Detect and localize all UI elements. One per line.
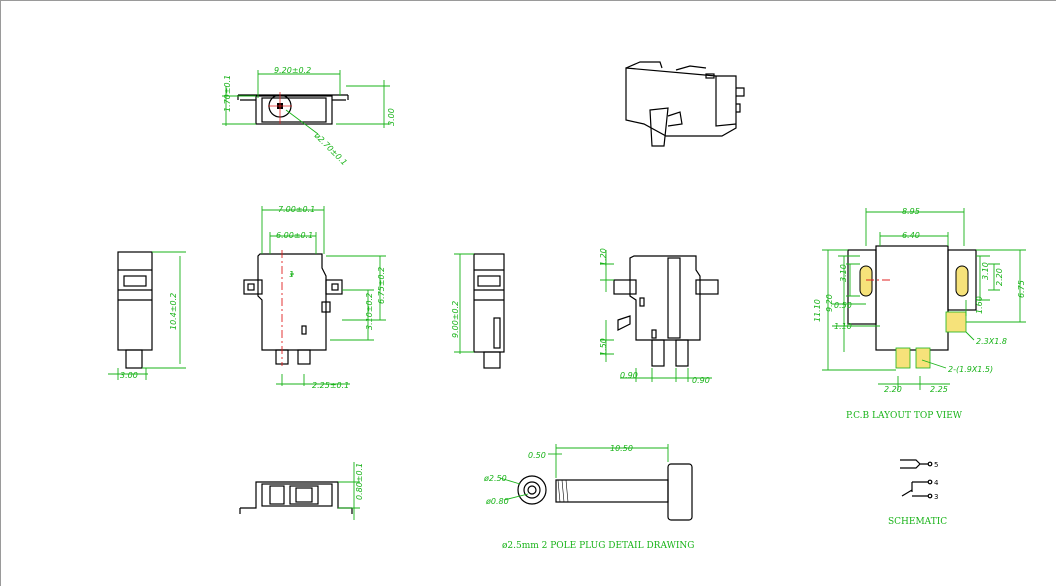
main-top-dim: 7.00±0.1 (278, 205, 315, 214)
pcb-pad-dim: 2.3X1.8 (976, 337, 1007, 346)
main-side1-dim: 6.75±0.2 (377, 267, 386, 304)
plug-tip-dim: 0.50 (528, 451, 546, 460)
pcb-caption: P.C.B LAYOUT TOP VIEW (846, 411, 963, 421)
main-side2-dim: 3.10±0.2 (365, 293, 374, 330)
pcb-inner-dim: 6.40 (902, 231, 920, 240)
pcb-pins-dim: 2-(1.9X1.5) (948, 365, 993, 374)
pcb-b2-dim: 2.25 (930, 385, 948, 394)
pcb-left-height-dim: 11.10 (813, 299, 822, 322)
top-right-dim: 3.00 (387, 108, 396, 126)
pcb-h2-dim: 9.20 (825, 294, 834, 312)
top-width-dim: 9.20±0.2 (274, 66, 311, 75)
plug-caption: ø2.5mm 2 POLE PLUG DETAIL DRAWING (502, 541, 694, 551)
top-height-dim: 1.70±0.1 (223, 75, 232, 112)
top-view: 9.20±0.2 1.70±0.1 3.00 ø2.70±0.1 (222, 66, 396, 167)
schematic-caption: SCHEMATIC (888, 517, 947, 527)
side-height-dim: 9.00±0.2 (451, 301, 460, 338)
pcb-r2-dim: 2.20 (995, 268, 1004, 286)
front-view: 10.4±0.2 3.00 (108, 251, 186, 380)
main-pin-label: 1 (289, 270, 294, 279)
front-height-dim: 10.4±0.2 (169, 293, 178, 330)
schematic-pin3: 3 (934, 493, 938, 501)
pcb-h4-dim: 0.50 (834, 301, 852, 310)
pcb-layout: 8.95 6.40 11.10 9.20 3.10 0.50 1.10 3.10… (813, 207, 1026, 421)
back-top-dim: 1.20 (599, 248, 608, 266)
schematic-pin4: 4 (934, 479, 939, 487)
pcb-top-dim: 8.95 (902, 207, 920, 216)
front-bottom-dim: 3.00 (120, 371, 138, 380)
back-left-dim: 0.90 (620, 371, 638, 380)
back-mid-dim: 1.50 (599, 338, 608, 356)
pcb-r3-dim: 1.60 (975, 296, 984, 314)
back-view: 1.20 1.50 0.90 0.90 (599, 248, 719, 385)
pcb-r4-dim: 6.75 (1017, 280, 1026, 298)
plug-d2-dim: ø0.80 (485, 497, 509, 506)
pcb-b1-dim: 2.20 (884, 385, 902, 394)
top-diameter-dim: ø2.70±0.1 (312, 130, 349, 167)
isometric-view (625, 61, 745, 147)
main-bottom-dim: 2.25±0.1 (312, 381, 349, 390)
pcb-r1-dim: 3.10 (981, 262, 990, 280)
bottom-height-dim: 0.80±0.1 (355, 463, 364, 500)
main-inner-dim: 6.00±0.1 (276, 231, 313, 240)
pcb-h5-dim: 1.10 (834, 322, 852, 331)
plug-d1-dim: ø2.50 (483, 474, 507, 483)
back-right-dim: 0.90 (692, 376, 710, 385)
plug-length-dim: 10.50 (610, 444, 633, 453)
main-view: 7.00±0.1 6.00±0.1 6.75±0.2 3.10±0.2 2.25… (243, 205, 386, 390)
plug-detail: 10.50 0.50 ø2.50 ø0.80 ø2.5mm 2 POLE PLU… (483, 444, 694, 551)
side-view: 9.00±0.2 (451, 253, 505, 369)
bottom-view: 0.80±0.1 (239, 462, 364, 520)
schematic-pin5: 5 (934, 461, 938, 469)
schematic: 5 4 3 SCHEMATIC (888, 459, 947, 527)
pcb-h3-dim: 3.10 (839, 264, 848, 282)
